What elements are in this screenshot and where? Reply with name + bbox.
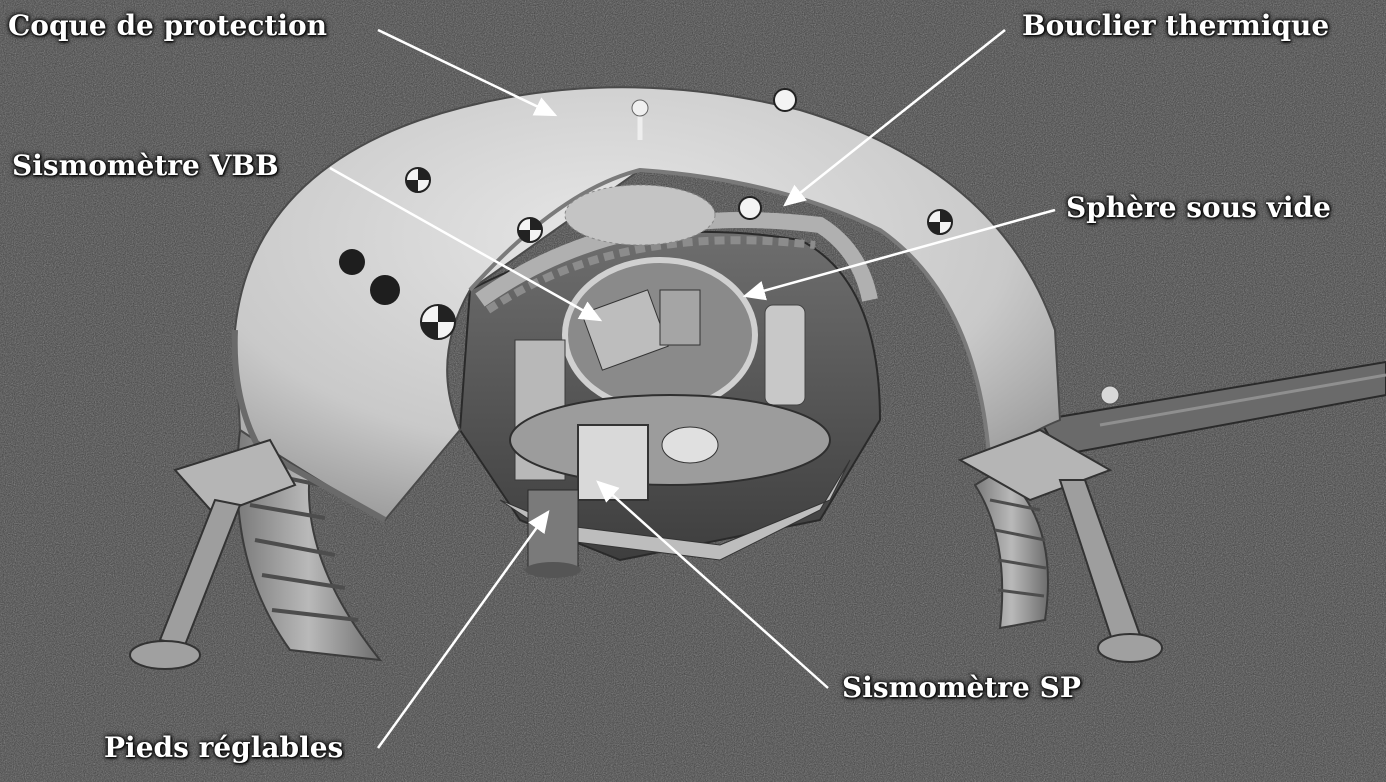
skirt-right (973, 468, 1049, 630)
leg-left (129, 438, 297, 670)
leader-lines (329, 28, 1056, 749)
label-sismometre-sp: Sismomètre SP (842, 671, 1081, 704)
leader-pieds (376, 509, 550, 749)
protective-shell (231, 86, 1062, 523)
interior-cavity (458, 212, 882, 578)
agency-logo (370, 275, 400, 305)
label-sphere-sous-vide: Sphère sous vide (1066, 191, 1331, 224)
leader-bouclier (783, 29, 1006, 207)
leader-sphere (742, 208, 1056, 301)
leader-vbb (329, 166, 603, 322)
mission-logo (339, 249, 365, 275)
leader-sp (596, 480, 829, 689)
label-coque-de-protection: Coque de protection (8, 9, 328, 42)
sp-sensor-box (577, 424, 649, 501)
label-sismometre-vbb: Sismomètre VBB (12, 149, 279, 182)
label-pieds-reglables: Pieds réglables (104, 731, 344, 764)
leg-right (957, 428, 1163, 663)
leader-coque (377, 28, 558, 117)
tether-cable (1038, 360, 1386, 457)
label-bouclier-thermique: Bouclier thermique (1022, 9, 1330, 42)
